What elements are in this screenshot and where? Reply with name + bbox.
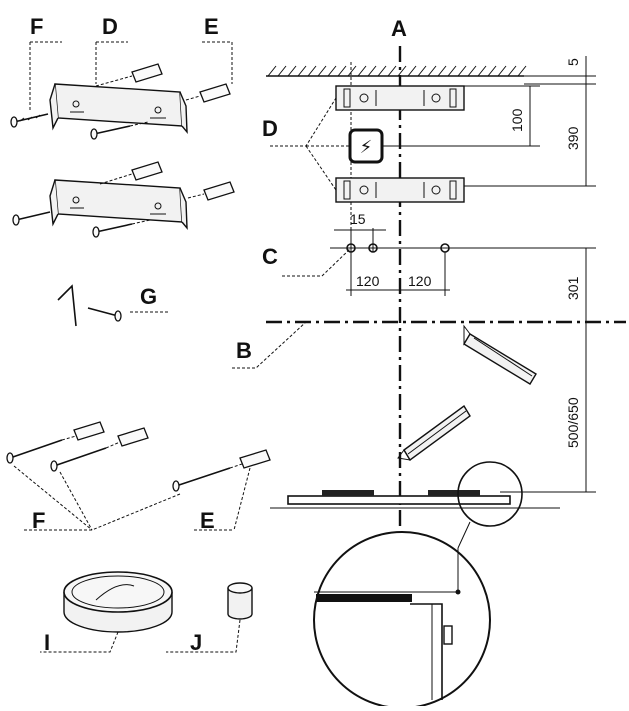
svg-text:E: E (204, 14, 219, 39)
label-D-right: D (262, 97, 350, 191)
pencil-icon-upper (463, 324, 537, 385)
cooktop-surface (270, 490, 560, 509)
pencil-icon-lower (397, 404, 471, 462)
ceiling-hatch (266, 65, 527, 77)
svg-text:D: D (102, 14, 118, 39)
label-F-top: F (29, 14, 62, 112)
electrical-outlet: ⚡ (348, 128, 540, 164)
svg-text:G: G (140, 284, 157, 309)
screw-lower-center (92, 219, 151, 238)
mounting-bracket-upper (49, 83, 188, 135)
screw-set-lower-3 (172, 449, 271, 492)
svg-text:F: F (32, 508, 45, 533)
svg-text:J: J (190, 630, 202, 655)
svg-text:120: 120 (356, 273, 380, 289)
svg-text:390: 390 (565, 126, 581, 150)
horizontal-axis-B: B (232, 320, 626, 369)
template-disc-I: I (40, 571, 173, 655)
screw-set-lower-2 (50, 427, 149, 472)
svg-text:E: E (200, 508, 215, 533)
label-E-bottom: E (194, 467, 251, 533)
wall-plug-E-upper (185, 83, 231, 103)
screw-upper-center (90, 121, 149, 140)
lightning-icon: ⚡ (360, 137, 373, 157)
svg-text:B: B (236, 338, 252, 363)
svg-text:5: 5 (565, 58, 581, 66)
label-E-top: E (202, 14, 233, 84)
svg-text:15: 15 (350, 211, 366, 227)
svg-text:F: F (30, 14, 43, 39)
svg-text:A: A (391, 16, 407, 41)
detail-callout-small (457, 461, 523, 549)
svg-text:120: 120 (408, 273, 432, 289)
dim-100: 100 (464, 85, 540, 146)
dim-301: 301 (565, 248, 587, 322)
hook-screw-G: G (57, 284, 168, 327)
svg-text:C: C (262, 244, 278, 269)
svg-text:D: D (262, 116, 278, 141)
drill-holes-C: 15 120 120 (330, 211, 596, 296)
svg-text:I: I (44, 630, 50, 655)
svg-text:100: 100 (509, 108, 525, 132)
screw-F-upper-left (10, 113, 49, 128)
label-D-top: D (95, 14, 128, 84)
detail-view-large (313, 531, 491, 709)
dim-5: 5 (524, 56, 596, 104)
svg-text:301: 301 (565, 276, 581, 300)
screw-lower-left (12, 211, 51, 226)
center-axis-A: A (391, 16, 407, 530)
wall-bracket-lower (335, 177, 465, 203)
wall-plug-upper-1 (95, 63, 163, 87)
label-F-bottom: F (13, 465, 181, 533)
wall-bracket-upper (335, 85, 465, 111)
label-C: C (262, 244, 352, 277)
screw-set-lower-1 (6, 421, 105, 464)
svg-text:500/650: 500/650 (565, 397, 581, 448)
wall-plug-lower-1 (99, 161, 163, 185)
wall-plug-lower-2 (187, 181, 235, 201)
dim-500-650: 500/650 (500, 322, 596, 493)
dim-390: 390 (464, 84, 596, 187)
spacer-J: J (166, 582, 253, 655)
mounting-bracket-lower (49, 179, 188, 231)
